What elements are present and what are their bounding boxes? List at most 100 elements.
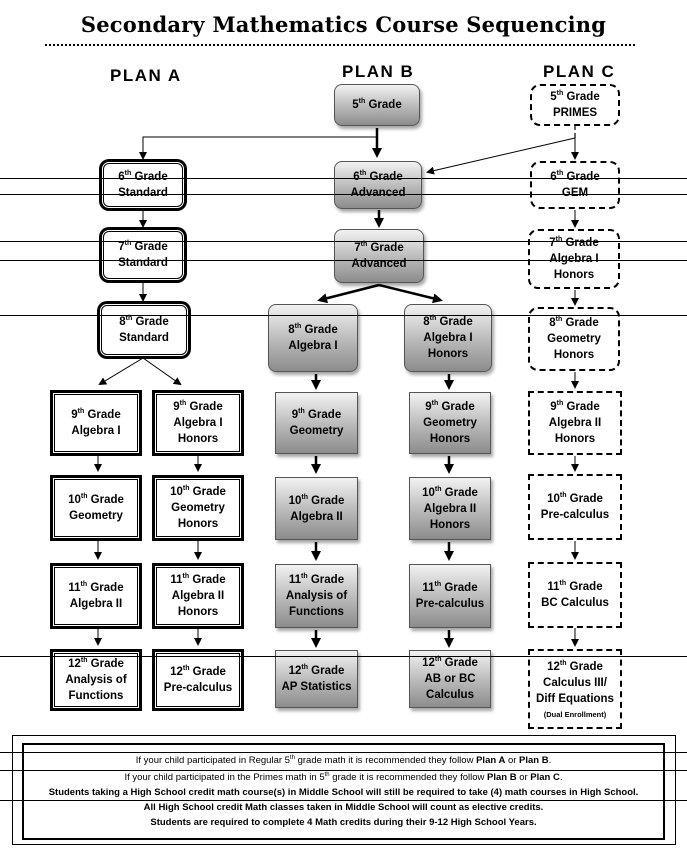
grade-word: Grade	[566, 171, 600, 183]
grade-suffix: th	[559, 492, 567, 500]
course-name: Algebra I	[71, 425, 121, 437]
grade-suffix: th	[301, 493, 308, 501]
grade-suffix: th	[182, 665, 190, 673]
course-name: AB or BC	[424, 673, 476, 685]
course-name: Algebra II	[290, 510, 343, 523]
grade-word: Grade	[90, 582, 124, 594]
arrow-b7-b8l	[317, 283, 380, 304]
grade-word: Grade	[189, 401, 223, 413]
plan-a-grade-9-algebra-box: 9th Grade Algebra I	[52, 392, 140, 454]
grade-word: Grade	[134, 171, 168, 183]
course-name: Pre-calculus	[540, 509, 610, 521]
course-name: Analysis of	[65, 674, 127, 686]
course-level: Honors	[553, 349, 595, 361]
scan-line	[0, 800, 687, 801]
course-level: Honors	[427, 348, 469, 360]
grade-number: 6	[118, 171, 125, 183]
grade-number: 10	[422, 486, 435, 499]
grade-word: Grade	[311, 494, 345, 507]
course-name: Pre-calculus	[415, 598, 485, 610]
plan-c-grade-5-box: 5th Grade PRIMES	[530, 84, 620, 126]
grade-number: 11	[422, 582, 435, 594]
plan-b-grade-11-analysis-box: 11th Grade Analysis of Functions	[275, 564, 358, 628]
grade-word: Grade	[304, 324, 338, 336]
note-line-3: Students taking a High School credit mat…	[48, 787, 639, 799]
grade-number: 12	[288, 665, 302, 677]
grade-suffix: th	[80, 581, 88, 589]
course-name: Calculus III/	[543, 676, 607, 689]
course-level: Honors	[429, 518, 471, 531]
grade-suffix: th	[434, 485, 442, 493]
note-line-2: If your child participated in the Primes…	[24, 768, 663, 785]
grade-word: Grade	[192, 666, 226, 678]
grade-number: 12	[422, 657, 435, 669]
note-text: grade math it is recommended they follow	[294, 755, 477, 767]
arrow-a8-a9l	[98, 357, 144, 386]
grade-word: Grade	[134, 241, 168, 253]
grade-word: Grade	[569, 581, 603, 593]
grade-word: Grade	[569, 493, 603, 505]
notes-box: If your child participated in Regular 5t…	[22, 743, 665, 840]
course-name: Algebra II	[171, 590, 225, 602]
grade-suffix: th	[294, 323, 302, 331]
grade-number: 12	[68, 658, 81, 670]
course-level: Functions	[68, 690, 124, 702]
note-plan: Plan B	[487, 772, 517, 784]
course-level: Calculus	[426, 689, 474, 701]
course-name: Geometry	[423, 417, 477, 429]
course-name: Algebra I	[288, 340, 338, 352]
grade-number: 10	[547, 493, 560, 505]
course-name: GEM	[561, 187, 589, 199]
note-text: or	[516, 772, 531, 784]
plan-c-grade-8-box: 8th Grade Geometry Honors	[528, 307, 620, 371]
grade-suffix: th	[360, 241, 368, 249]
plan-a-grade-9-honors-box: 9th Grade Algebra I Honors	[154, 392, 242, 454]
note-sup: th	[289, 755, 295, 761]
plan-c-grade-9-box: 9th Grade Algebra II Honors	[528, 391, 622, 455]
grade-suffix: th	[298, 408, 305, 416]
arrow-b7-b8r	[378, 283, 443, 304]
course-level: Honors	[177, 433, 219, 445]
plan-c-grade-6-box: 6th Grade GEM	[530, 161, 620, 209]
grade-word: Grade	[566, 91, 600, 103]
note-plan: Plan C	[530, 772, 560, 784]
course-level: Functions	[289, 606, 344, 618]
course-level: Honors	[177, 518, 219, 530]
plan-a-grade-10-geometry-box: 10th Grade Geometry	[52, 477, 140, 539]
plan-b-grade-12-calculus-box: 12th Grade AB or BC Calculus	[409, 650, 491, 708]
plan-b-grade-9-honors-box: 9th Grade Geometry Honors	[409, 392, 491, 454]
grade-number: 5	[352, 99, 359, 111]
grade-number: 9	[71, 409, 78, 421]
course-name: Standard	[118, 187, 168, 199]
grade-number: 8	[288, 324, 295, 336]
dual-enrollment-note: (Dual Enrollment)	[543, 709, 607, 719]
grade-word: Grade	[90, 658, 124, 670]
course-level: Honors	[177, 606, 219, 618]
grade-word: Grade	[441, 401, 475, 413]
course-name: Algebra II	[548, 417, 602, 429]
grade-suffix: th	[77, 408, 85, 416]
course-level: Honors	[553, 269, 595, 281]
grade-number: 10	[288, 494, 302, 507]
grade-suffix: th	[80, 657, 88, 665]
grade-number: 8	[119, 316, 126, 328]
plan-a-grade-12-analysis-box: 12th Grade Analysis of Functions	[52, 651, 140, 709]
course-name: BC Calculus	[541, 597, 609, 609]
grade-word: Grade	[569, 660, 603, 673]
plan-c-grade-7-box: 7th Grade Algebra I Honors	[528, 229, 620, 289]
grade-suffix: th	[559, 659, 567, 667]
plan-b-grade-10-algebra2-box: 10th Grade Algebra II	[275, 477, 358, 540]
plan-b-grade-6-box: 6th Grade Advanced	[334, 161, 422, 209]
course-level: Honors	[429, 433, 471, 445]
grade-number: 8	[423, 316, 430, 328]
arrow-c5-to-b6	[426, 137, 576, 175]
scan-line	[0, 656, 687, 657]
note-text: .	[548, 755, 552, 767]
grade-suffix: th	[559, 580, 567, 588]
grade-suffix: th	[359, 170, 367, 178]
plan-a-grade-8-box: 8th Grade Standard	[99, 303, 189, 357]
grade-number: 12	[547, 660, 560, 673]
grade-number: 5	[550, 91, 557, 103]
grade-suffix: th	[182, 485, 190, 493]
